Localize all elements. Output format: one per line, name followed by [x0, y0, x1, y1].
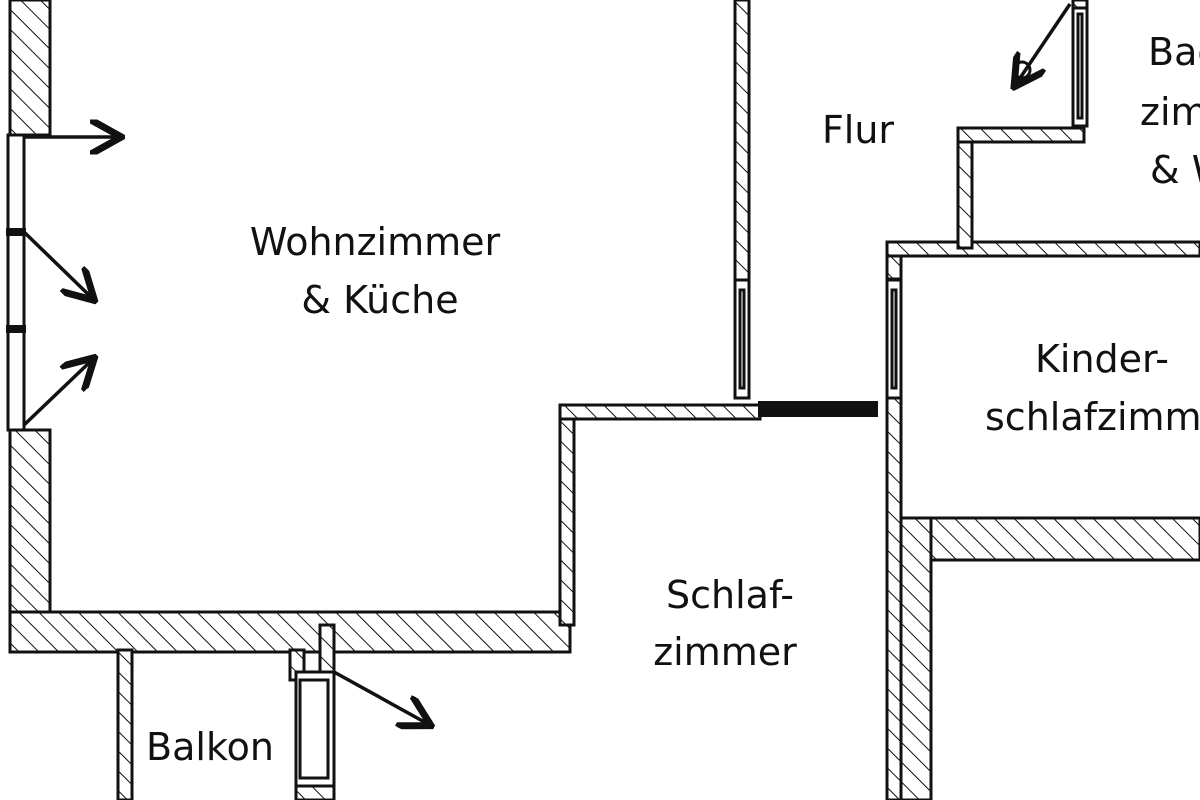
wall-hall-kids-lower: [885, 396, 903, 800]
wall-living-bedroom-horizontal: [558, 403, 762, 421]
arrow-bath: [1016, 3, 1072, 84]
wall-left-upper: [8, 0, 52, 137]
label-balkon: Balkon: [146, 725, 274, 769]
window-living-left: [6, 133, 26, 432]
door-hall-kids-inner: [890, 288, 898, 390]
label-bad-2: zimmer: [1140, 90, 1200, 134]
wall-left-lower: [8, 428, 52, 617]
wall-bath-step-vertical: [956, 126, 974, 250]
wall-bath-step-horizontal: [956, 126, 1086, 144]
bath-fan-icon: [1012, 60, 1032, 80]
wall-balcony-left: [116, 648, 134, 800]
wall-kids-top: [885, 240, 1200, 258]
label-schlaf-1: Schlaf-: [666, 573, 794, 617]
wall-living-bedroom-vertical: [558, 403, 576, 627]
label-flur: Flur: [822, 108, 894, 152]
window-living-left-mullion-1: [6, 228, 26, 236]
wall-bedroom-balcony-lower: [294, 784, 336, 800]
label-kinder-1: Kinder-: [1035, 337, 1169, 381]
door-living-hall-inner: [738, 288, 746, 390]
door-bath-inner: [1076, 12, 1084, 120]
door-hall-bedroom: [758, 401, 878, 417]
label-schlaf-2: zimmer: [653, 630, 797, 674]
window-balcony-door-inner: [298, 678, 330, 780]
label-bad-1: Bad: [1148, 30, 1200, 74]
wall-living-bottom: [8, 610, 572, 654]
label-bad-3: & W: [1150, 148, 1200, 192]
label-wohnzimmer: Wohnzimmer: [250, 220, 501, 264]
arrow-balcony: [333, 670, 428, 724]
arrow-living-middle: [22, 230, 92, 298]
label-kinder-2: schlafzimmer: [985, 395, 1200, 439]
wall-living-hall-upper: [733, 0, 751, 284]
wall-bedroom-balcony: [318, 623, 336, 677]
window-living-left-mullion-2: [6, 325, 26, 333]
label-wohnzimmer-kueche: & Küche: [301, 278, 458, 322]
arrow-living-bottom: [22, 360, 92, 427]
wall-right-lower: [899, 516, 933, 800]
wall-kids-bottom: [899, 516, 1200, 562]
